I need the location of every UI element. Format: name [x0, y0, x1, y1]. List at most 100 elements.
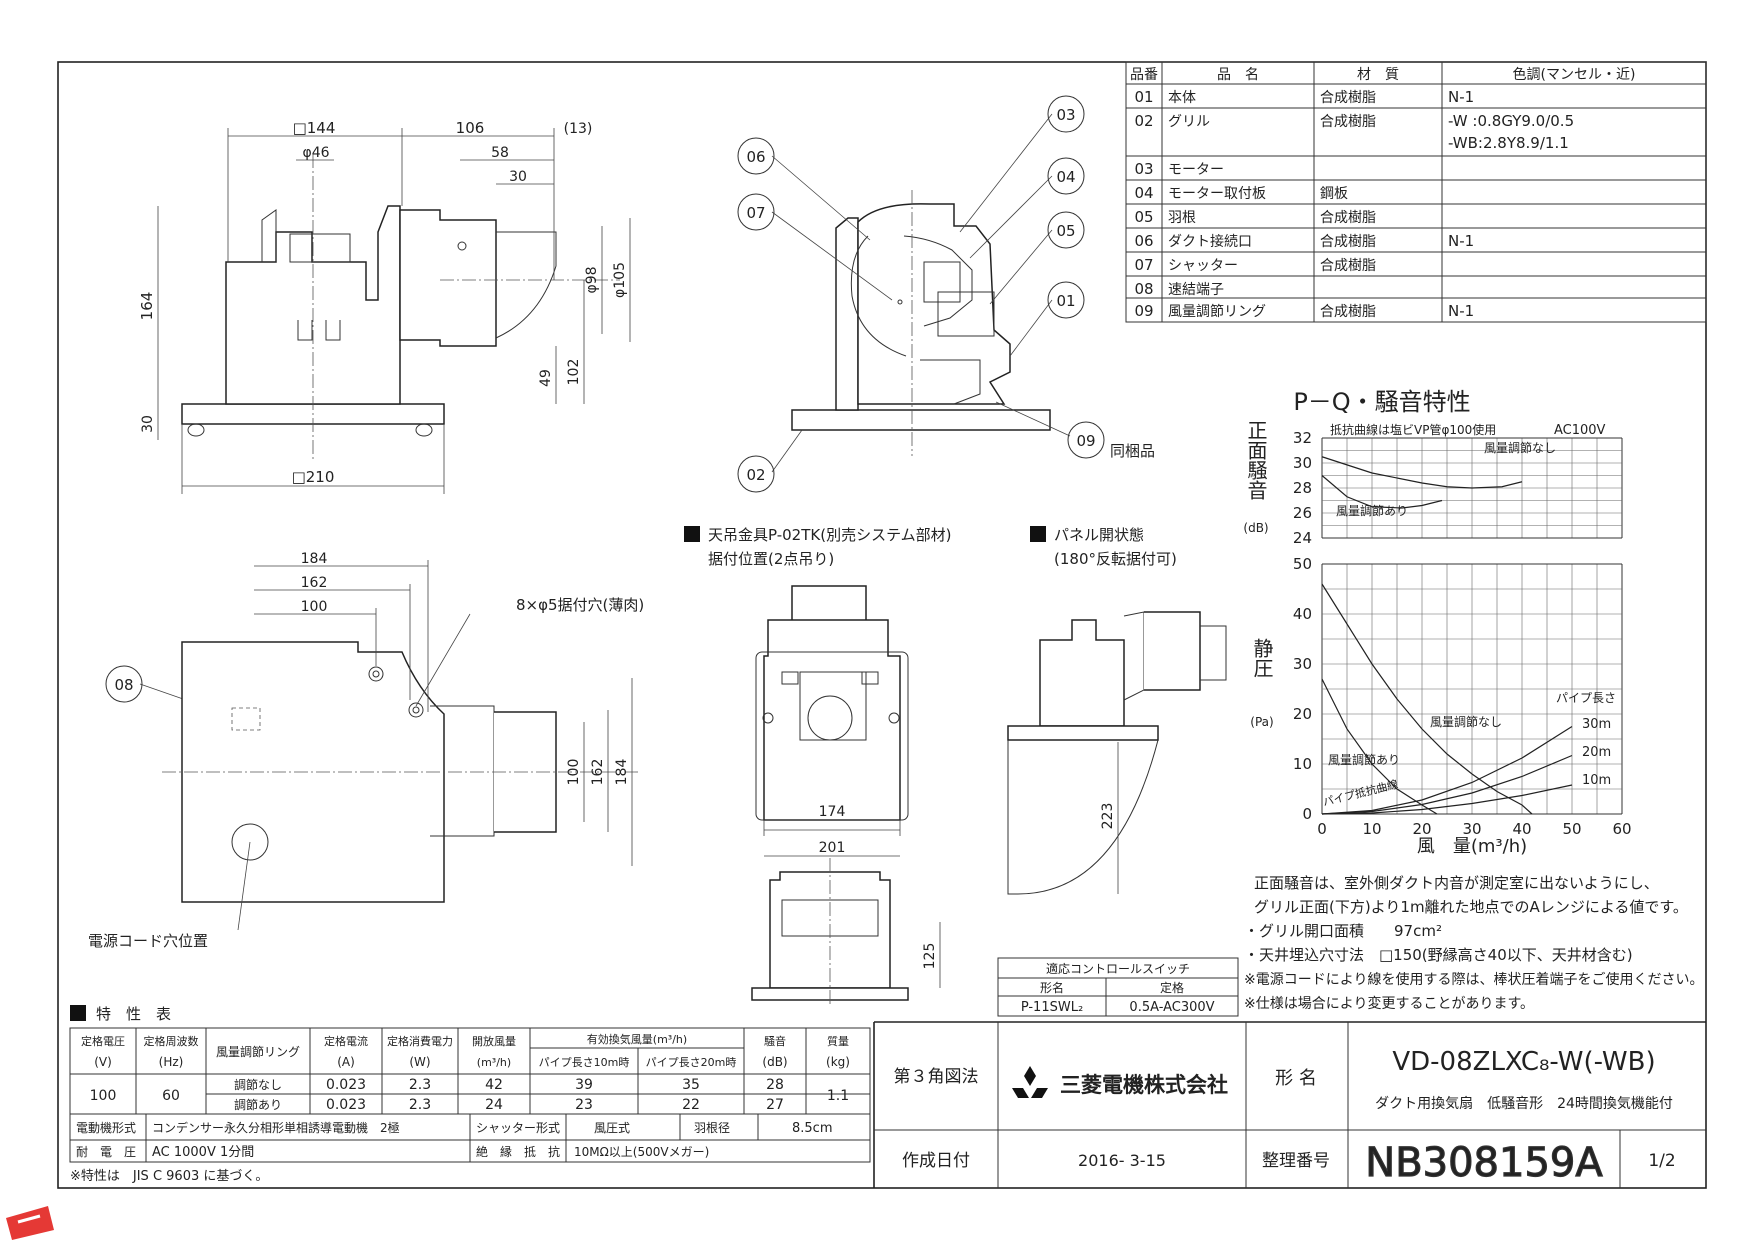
section-view	[791, 190, 1051, 456]
spec-h-freq: 定格周波数	[144, 1034, 199, 1048]
spec-shutter-label: シャッター形式	[476, 1121, 560, 1135]
label-resistance: パイプ抵抗曲線	[1321, 777, 1399, 809]
spec-cell: 42	[485, 1077, 503, 1093]
spec-withstand: AC 1000V 1分間	[152, 1145, 254, 1160]
svg-text:03: 03	[1056, 106, 1075, 124]
spec-shutter: 風圧式	[594, 1121, 630, 1135]
spec-h-noise-unit: (dB)	[762, 1055, 787, 1069]
spec-h-power-unit: (W)	[409, 1055, 430, 1069]
part-material: 合成樹脂	[1320, 234, 1376, 250]
part-name: グリル	[1168, 114, 1210, 130]
svg-text:08: 08	[114, 676, 133, 694]
panel-square-bullet	[1030, 526, 1046, 542]
label-noise-ring: 風量調節あり	[1336, 503, 1408, 518]
noise-tick: 32	[1293, 429, 1312, 447]
brand-mark-icon	[6, 1206, 54, 1240]
company-name: 三菱電機株式会社	[1060, 1073, 1228, 1097]
spec-cell: 0.023	[326, 1077, 366, 1093]
spec-h-current-unit: (A)	[337, 1055, 355, 1069]
balloon-03	[1047, 95, 1085, 133]
label-pq-ring: 風量調節あり	[1328, 752, 1400, 767]
dim-210: □210	[292, 468, 335, 486]
title-block: 第３角図法 三菱電機株式会社 形 名 VD-08ZLXC₈-W(-WB) ダクト…	[873, 1021, 1706, 1188]
label-pipe-20: 20m	[1582, 745, 1611, 760]
balloon-05	[1047, 211, 1085, 249]
spec-h-noise: 騒音	[764, 1034, 786, 1048]
part-material: 合成樹脂	[1320, 114, 1376, 130]
spec-cell: 23	[575, 1097, 593, 1113]
label-pipe-10: 10m	[1582, 773, 1611, 788]
dim-162: 162	[301, 575, 328, 591]
pressure-tick: 10	[1293, 755, 1312, 773]
part-no: 01	[1134, 88, 1153, 106]
dim-30b: 30	[140, 415, 156, 433]
dim-58: 58	[491, 145, 509, 161]
spec-cell: 22	[682, 1097, 700, 1113]
panel-title: パネル開状態	[1054, 526, 1144, 544]
spec-voltage: 100	[90, 1088, 117, 1104]
noise-tick: 30	[1293, 454, 1312, 472]
top-view: 電源コード穴位置 8×φ5据付穴(薄肉) 184 162 100 100 162…	[88, 551, 644, 950]
part-name: モーター	[1168, 162, 1224, 178]
pressure-ylabel: 静圧	[1250, 638, 1274, 678]
spec-h-open-unit: (m³/h)	[477, 1056, 511, 1069]
vdim-184: 184	[614, 759, 630, 786]
resistance-curve-20m	[1321, 754, 1573, 815]
note-2: グリル正面(下方)より1m離れた地点でのAレンジによる値です。	[1254, 898, 1688, 916]
panel-open-view: パネル開状態 (180°反転据付可) 223	[1007, 526, 1227, 895]
x-tick: 60	[1612, 820, 1631, 838]
spec-h-voltage: 定格電圧	[81, 1034, 125, 1048]
switch-title: 適応コントロールスイッチ	[1046, 961, 1190, 976]
part-color: N-1	[1448, 302, 1474, 320]
spec-h-eff20: パイプ長さ20m時	[646, 1056, 737, 1069]
spec-h-ring: 風量調節リング	[216, 1044, 300, 1059]
label-pipe-length: パイプ長さ	[1556, 691, 1616, 705]
part-color: -W :0.8GY9.0/0.5	[1448, 112, 1574, 130]
dim-100: 100	[301, 599, 328, 615]
dim-201: 201	[819, 840, 846, 856]
svg-text:04: 04	[1056, 168, 1075, 186]
pq-curve-ring	[1321, 678, 1438, 815]
noise-tick: 26	[1293, 504, 1312, 522]
pressure-yunit: (Pa)	[1250, 715, 1273, 729]
parts-header-no: 品番	[1130, 67, 1158, 83]
x-tick: 10	[1362, 820, 1381, 838]
balloon-01	[1047, 281, 1085, 319]
mitsubishi-logo	[1012, 1066, 1048, 1098]
switch-h-model: 形名	[1040, 980, 1064, 995]
svg-text:09: 09	[1076, 432, 1095, 450]
vdim-162: 162	[590, 759, 606, 786]
hanger-title: 天吊金具P-02TK(別売システム部材)	[708, 526, 951, 544]
noise-ylabel: 正面騒音	[1244, 420, 1268, 500]
part-name: ダクト接続口	[1168, 233, 1252, 250]
hanger-subtitle: 据付位置(2点吊り)	[708, 550, 834, 568]
part-balloons: 03 04 05 01 06 07 02 09 同梱品 08	[105, 95, 1155, 717]
drawing-number: NB308159A	[1365, 1140, 1603, 1186]
projection-method: 第３角図法	[894, 1067, 979, 1087]
spec-cell: 0.023	[326, 1097, 366, 1113]
note-3: ・グリル開口面積 97cm²	[1244, 922, 1442, 940]
dim-184: 184	[301, 551, 328, 567]
balloon-09	[1067, 421, 1105, 459]
dim-144: □144	[293, 119, 336, 137]
svg-text:02: 02	[746, 466, 765, 484]
noise-tick: 24	[1293, 529, 1312, 547]
part-no: 08	[1134, 280, 1153, 298]
note-1: 正面騒音は、室外側ダクト内音が測定室に出ないようにし、	[1254, 874, 1659, 892]
x-tick: 30	[1462, 820, 1481, 838]
spec-freq: 60	[162, 1088, 180, 1104]
noise-curve-no-ring	[1321, 456, 1523, 489]
spec-cell: 調節あり	[234, 1097, 282, 1112]
spec-cell: 2.3	[409, 1097, 431, 1113]
spec-cell: 24	[485, 1097, 503, 1113]
label-pq-no-ring: 風量調節なし	[1430, 714, 1502, 729]
hanger-square-bullet	[684, 526, 700, 542]
part-no: 09	[1134, 302, 1153, 320]
chart-power: AC100V	[1554, 423, 1606, 438]
number-label: 整理番号	[1262, 1151, 1330, 1171]
pq-chart: P－Q・騒音特性 抵抗曲線は塩ビVP管φ100使用 AC100V 正面騒音 (d…	[1243, 388, 1631, 857]
